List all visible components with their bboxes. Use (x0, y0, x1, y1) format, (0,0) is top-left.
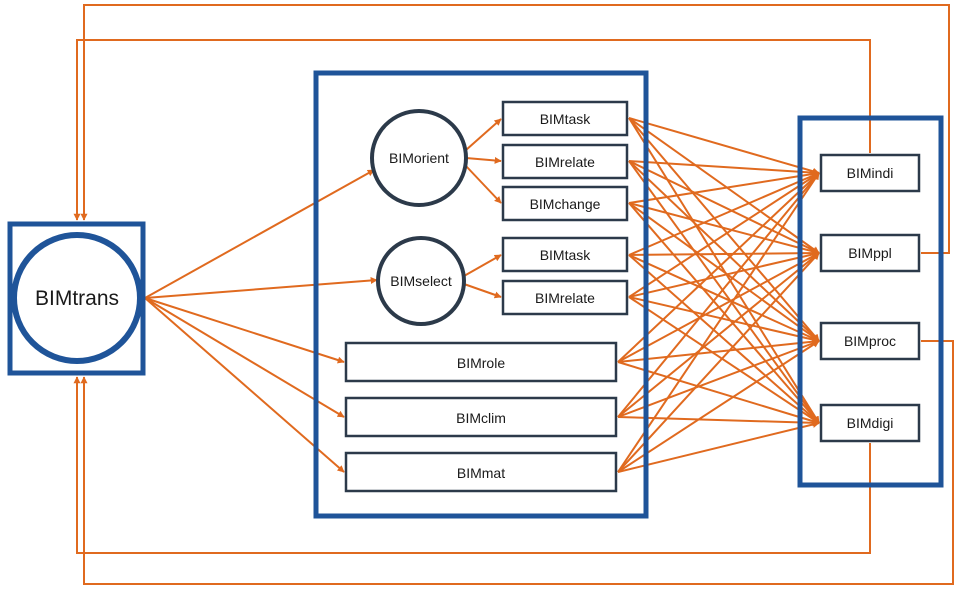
bimorient-label: BIMorient (389, 150, 449, 166)
edge-role-proc (617, 338, 820, 363)
edge-orient-change (465, 165, 502, 204)
edge-trans-orient (144, 169, 375, 299)
edge-task2-digi (628, 254, 820, 424)
bimmat-label: BIMmat (457, 465, 505, 481)
bimdigi-box (819, 403, 921, 443)
bimindi-label: BIMindi (847, 165, 894, 181)
bimorient-node (370, 109, 468, 207)
edge-change-proc (628, 202, 820, 342)
connections (73, 4, 954, 585)
edge-select-task (463, 254, 502, 277)
bimtrans-label: BIMtrans (35, 287, 119, 310)
edge-role-digi (617, 361, 820, 425)
edge-clim-proc (617, 339, 820, 418)
edge-trans-select (144, 276, 378, 299)
edge-trans-clim (144, 297, 345, 418)
edge-relate2-indi (628, 172, 820, 298)
bimrelate-label-2: BIMrelate (535, 290, 595, 306)
edge-mat-indi (617, 172, 820, 473)
right-frame (797, 115, 944, 488)
bimrelate-box-2 (501, 279, 629, 316)
edge-trans-role (144, 297, 345, 364)
edge-role-ppl (617, 252, 820, 363)
bimppl-box (819, 233, 921, 273)
edge-relate1-digi (628, 160, 820, 424)
edge-task2-proc (628, 254, 820, 342)
edge-mat-digi (617, 421, 820, 473)
loop-indi-top (73, 39, 871, 221)
bimtrans-node (11, 232, 143, 364)
edge-change-indi (628, 170, 820, 204)
edge-task1-ppl (628, 117, 820, 254)
edge-task1-digi (628, 117, 820, 424)
bimchange-box (501, 185, 629, 222)
edge-role-indi (617, 172, 820, 363)
edge-relate2-ppl (628, 251, 820, 298)
bimselect-label: BIMselect (390, 273, 452, 289)
edge-task2-indi (628, 172, 820, 256)
edge-task2-ppl (628, 249, 820, 257)
middle-frame (313, 70, 649, 519)
bimchange-label: BIMchange (530, 196, 601, 212)
bimtask-box-2 (501, 236, 629, 273)
bimclim-label: BIMclim (456, 410, 506, 426)
edge-relate2-digi (628, 296, 820, 424)
edge-orient-relate (465, 156, 502, 164)
bimselect-node (376, 236, 466, 326)
bimproc-box (819, 321, 921, 361)
bimppl-label: BIMppl (848, 245, 892, 261)
bimrole-label: BIMrole (457, 355, 505, 371)
edge-clim-indi (617, 172, 820, 418)
bimclim-box (344, 396, 618, 438)
edge-task1-proc (628, 117, 820, 342)
bimtask-box-1 (501, 100, 629, 137)
edge-orient-task (465, 118, 502, 151)
bimmat-box (344, 451, 618, 493)
edge-task1-indi (628, 117, 820, 175)
bimdigi-label: BIMdigi (847, 415, 894, 431)
edge-change-ppl (628, 202, 820, 255)
bimrole-box (344, 341, 618, 383)
edge-mat-ppl (617, 252, 820, 473)
edge-mat-proc (617, 340, 820, 473)
bimindi-box (819, 153, 921, 193)
bimtask-label-2: BIMtask (540, 247, 592, 263)
edge-clim-ppl (617, 252, 820, 418)
loop-digi-bottom (73, 376, 871, 554)
bimtask-label-1: BIMtask (540, 111, 592, 127)
edge-relate1-indi (628, 160, 820, 177)
edge-select-relate (463, 283, 502, 299)
bimrelate-label-1: BIMrelate (535, 154, 595, 170)
edge-relate2-proc (628, 296, 820, 343)
edge-clim-digi (617, 416, 820, 427)
bimrelate-box-1 (501, 143, 629, 180)
edge-trans-mat (144, 297, 345, 473)
bimproc-label: BIMproc (844, 333, 896, 349)
edge-relate1-ppl (628, 160, 820, 254)
edge-relate1-proc (628, 160, 820, 342)
